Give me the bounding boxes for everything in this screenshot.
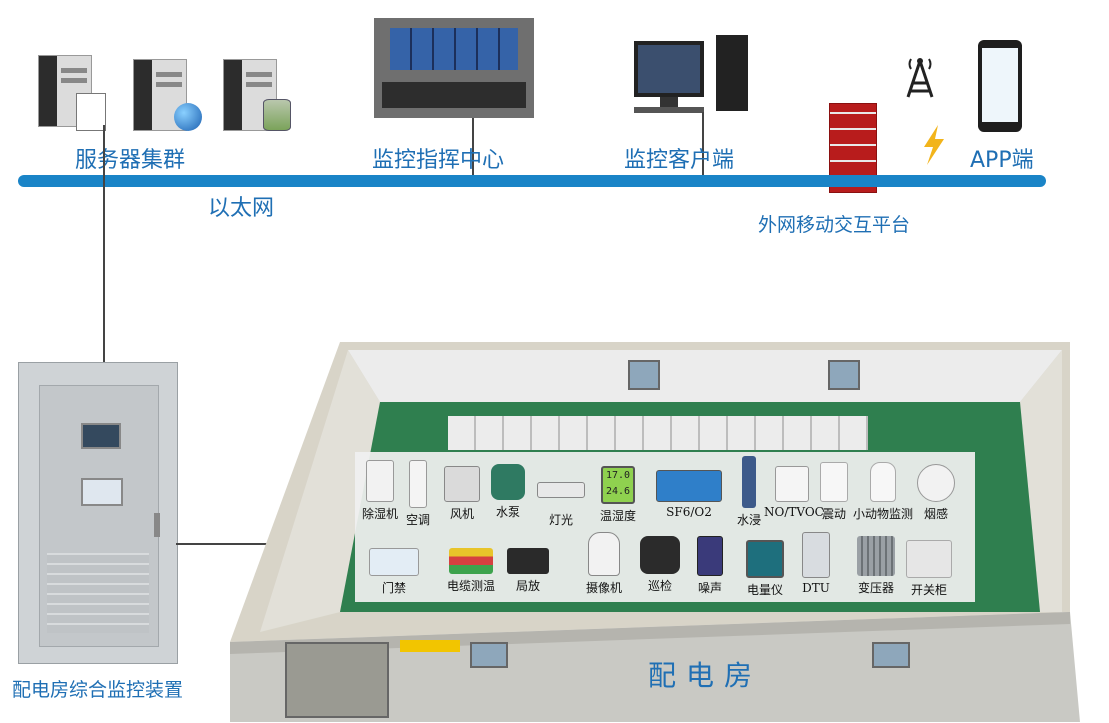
monitoring-cabinet xyxy=(18,362,178,664)
room-window xyxy=(470,642,508,668)
sensor-item: 除湿机 xyxy=(358,460,402,522)
sensor-item: 门禁 xyxy=(366,548,422,596)
water-leak-sensor-icon xyxy=(742,456,756,508)
inspection-robot-icon xyxy=(640,536,680,574)
sensor-item: SF6/O2 xyxy=(654,470,724,519)
light-icon xyxy=(537,482,585,498)
transformer-icon xyxy=(857,536,895,576)
sensor-item: 风机 xyxy=(442,466,482,522)
server-icon xyxy=(38,55,92,127)
command-center-label: 监控指挥中心 xyxy=(372,148,505,173)
sensor-item: 摄像机 xyxy=(582,532,626,596)
servers-label: 服务器集群 xyxy=(75,148,186,173)
sf6-sensor-icon xyxy=(656,470,722,502)
sensor-item: DTU xyxy=(798,532,834,595)
sensor-item: 局放 xyxy=(504,548,552,594)
room-window xyxy=(628,360,660,390)
cabinet-screen xyxy=(81,423,121,449)
smoke-detector-icon xyxy=(917,464,955,502)
app-label: APP端 xyxy=(970,148,1034,173)
water-pump-icon xyxy=(491,464,525,500)
sensor-item: 小动物监测 xyxy=(852,462,914,522)
switchgear-row xyxy=(448,416,868,450)
room-window xyxy=(872,642,910,668)
warning-sign xyxy=(400,640,460,652)
sensor-item: 电量仪 xyxy=(740,540,790,598)
smartphone-icon xyxy=(978,40,1022,132)
client-label: 监控客户端 xyxy=(624,148,735,173)
access-control-icon xyxy=(369,548,419,576)
sensor-item: 巡检 xyxy=(636,536,684,594)
cabinet-display xyxy=(81,478,123,506)
client-link xyxy=(702,112,704,176)
sensor-item: 水浸 xyxy=(734,456,764,528)
partial-discharge-icon xyxy=(507,548,549,574)
sensor-item: 空调 xyxy=(400,460,436,528)
video-wall-icon xyxy=(374,18,534,118)
dehumidifier-icon xyxy=(366,460,394,502)
animal-detector-icon xyxy=(870,462,896,502)
cabinet-room-link xyxy=(176,543,268,545)
vibration-sensor-icon xyxy=(820,462,848,502)
ethernet-label: 以太网 xyxy=(208,196,275,221)
command-center-link xyxy=(472,118,474,176)
globe-icon xyxy=(174,103,202,131)
sensor-item: 震动 xyxy=(816,462,852,522)
cabinet-uplink xyxy=(103,125,105,365)
cable-temperature-icon xyxy=(449,548,493,574)
lightning-icon xyxy=(918,125,948,165)
room-door xyxy=(285,642,389,718)
database-icon xyxy=(263,99,291,131)
sensor-item: 变压器 xyxy=(850,536,902,596)
tvoc-sensor-icon xyxy=(775,466,809,502)
air-conditioner-icon xyxy=(409,460,427,508)
fan-icon xyxy=(444,466,480,502)
gateway-label: 外网移动交互平台 xyxy=(758,214,911,236)
noise-sensor-icon xyxy=(697,536,723,576)
sensor-item: 开关柜 xyxy=(904,540,954,598)
cabinet-handle xyxy=(154,513,160,537)
dtu-icon xyxy=(802,532,830,578)
sensor-item: 灯光 xyxy=(536,482,586,528)
server-cluster xyxy=(38,55,291,135)
ethernet-bus xyxy=(18,175,1046,187)
sensor-item: 噪声 xyxy=(692,536,728,596)
document-icon xyxy=(76,93,106,131)
room-label: 配电房 xyxy=(648,659,763,692)
sensor-item: 电缆测温 xyxy=(440,548,502,594)
sensor-item: 烟感 xyxy=(914,464,958,522)
switchgear-icon xyxy=(906,540,952,578)
antenna-tower-icon xyxy=(900,55,940,99)
device-label: 配电房综合监控装置 xyxy=(12,679,184,701)
sensor-item: 水泵 xyxy=(488,464,528,520)
sensor-item: NO/TVOC xyxy=(764,466,824,519)
room-window xyxy=(828,360,860,390)
desktop-pc-icon xyxy=(634,35,752,115)
power-meter-icon xyxy=(746,540,784,578)
camera-icon xyxy=(588,532,620,576)
